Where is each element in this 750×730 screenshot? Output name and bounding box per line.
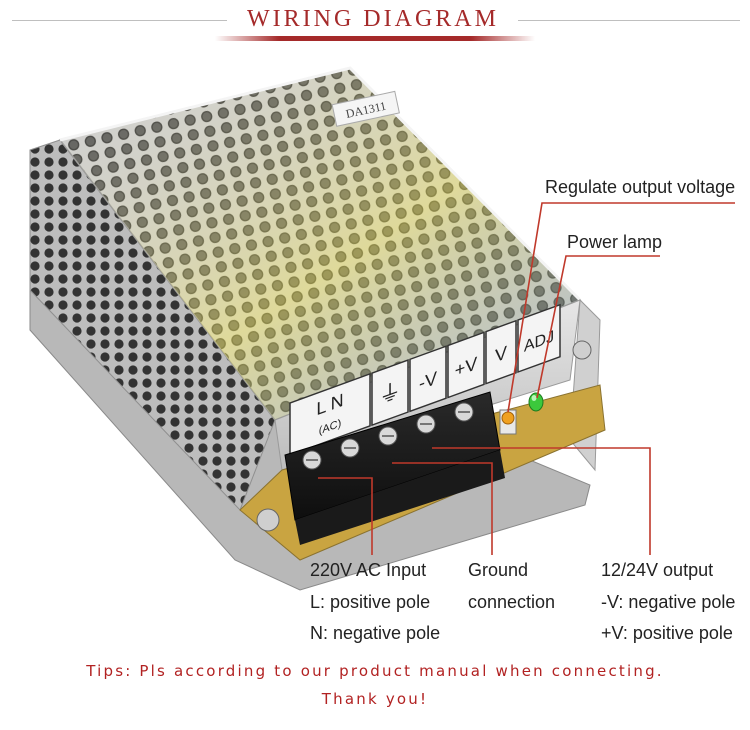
chassis-top-glow bbox=[60, 68, 580, 420]
power-led bbox=[528, 392, 544, 412]
mounting-screw bbox=[256, 508, 280, 532]
callout-regulate-voltage: Regulate output voltage bbox=[545, 177, 736, 197]
leader-power-lamp bbox=[536, 255, 660, 399]
header: WIRING DIAGRAM bbox=[0, 0, 750, 42]
potentiometer bbox=[499, 409, 517, 435]
leader-regulate bbox=[507, 202, 735, 413]
callout-output-title: 12/24V output bbox=[601, 560, 714, 580]
chassis-left-side bbox=[29, 139, 276, 511]
terminal-label-v: V bbox=[495, 341, 508, 366]
header-accent-bar bbox=[215, 36, 535, 41]
callout-ac-input-n: N: negative pole bbox=[310, 623, 441, 643]
leader-output bbox=[432, 447, 651, 555]
chassis-top-rim bbox=[59, 66, 582, 302]
terminal-block bbox=[284, 391, 505, 545]
terminal-label-vpos: +V bbox=[455, 352, 478, 381]
callout-output-pos: +V: positive pole bbox=[601, 623, 733, 643]
tips-line-1: Tips: Pls according to our product manua… bbox=[86, 662, 664, 680]
callout-ground-line1: Ground bbox=[468, 560, 529, 580]
mounting-screw-right bbox=[572, 340, 592, 360]
header-rule-left bbox=[12, 20, 227, 21]
callout-ac-input-title: 220V AC Input bbox=[310, 560, 427, 580]
callout-output-neg: -V: negative pole bbox=[601, 592, 736, 612]
terminal-label-ground: ⏚ bbox=[379, 376, 401, 409]
callout-ac-input-l: L: positive pole bbox=[310, 592, 431, 612]
leader-lines bbox=[318, 202, 735, 555]
header-rule-right bbox=[518, 20, 740, 21]
model-sticker: DA1311 bbox=[331, 90, 400, 127]
leader-ac-input bbox=[318, 477, 373, 555]
callout-ground-line2: connection bbox=[468, 592, 556, 612]
callout-power-lamp: Power lamp bbox=[567, 232, 663, 252]
tips-line-2: Thank you! bbox=[321, 690, 429, 708]
terminal-label-vneg: -V bbox=[419, 367, 438, 394]
leader-ground bbox=[392, 462, 493, 555]
page-title: WIRING DIAGRAM bbox=[247, 6, 499, 32]
